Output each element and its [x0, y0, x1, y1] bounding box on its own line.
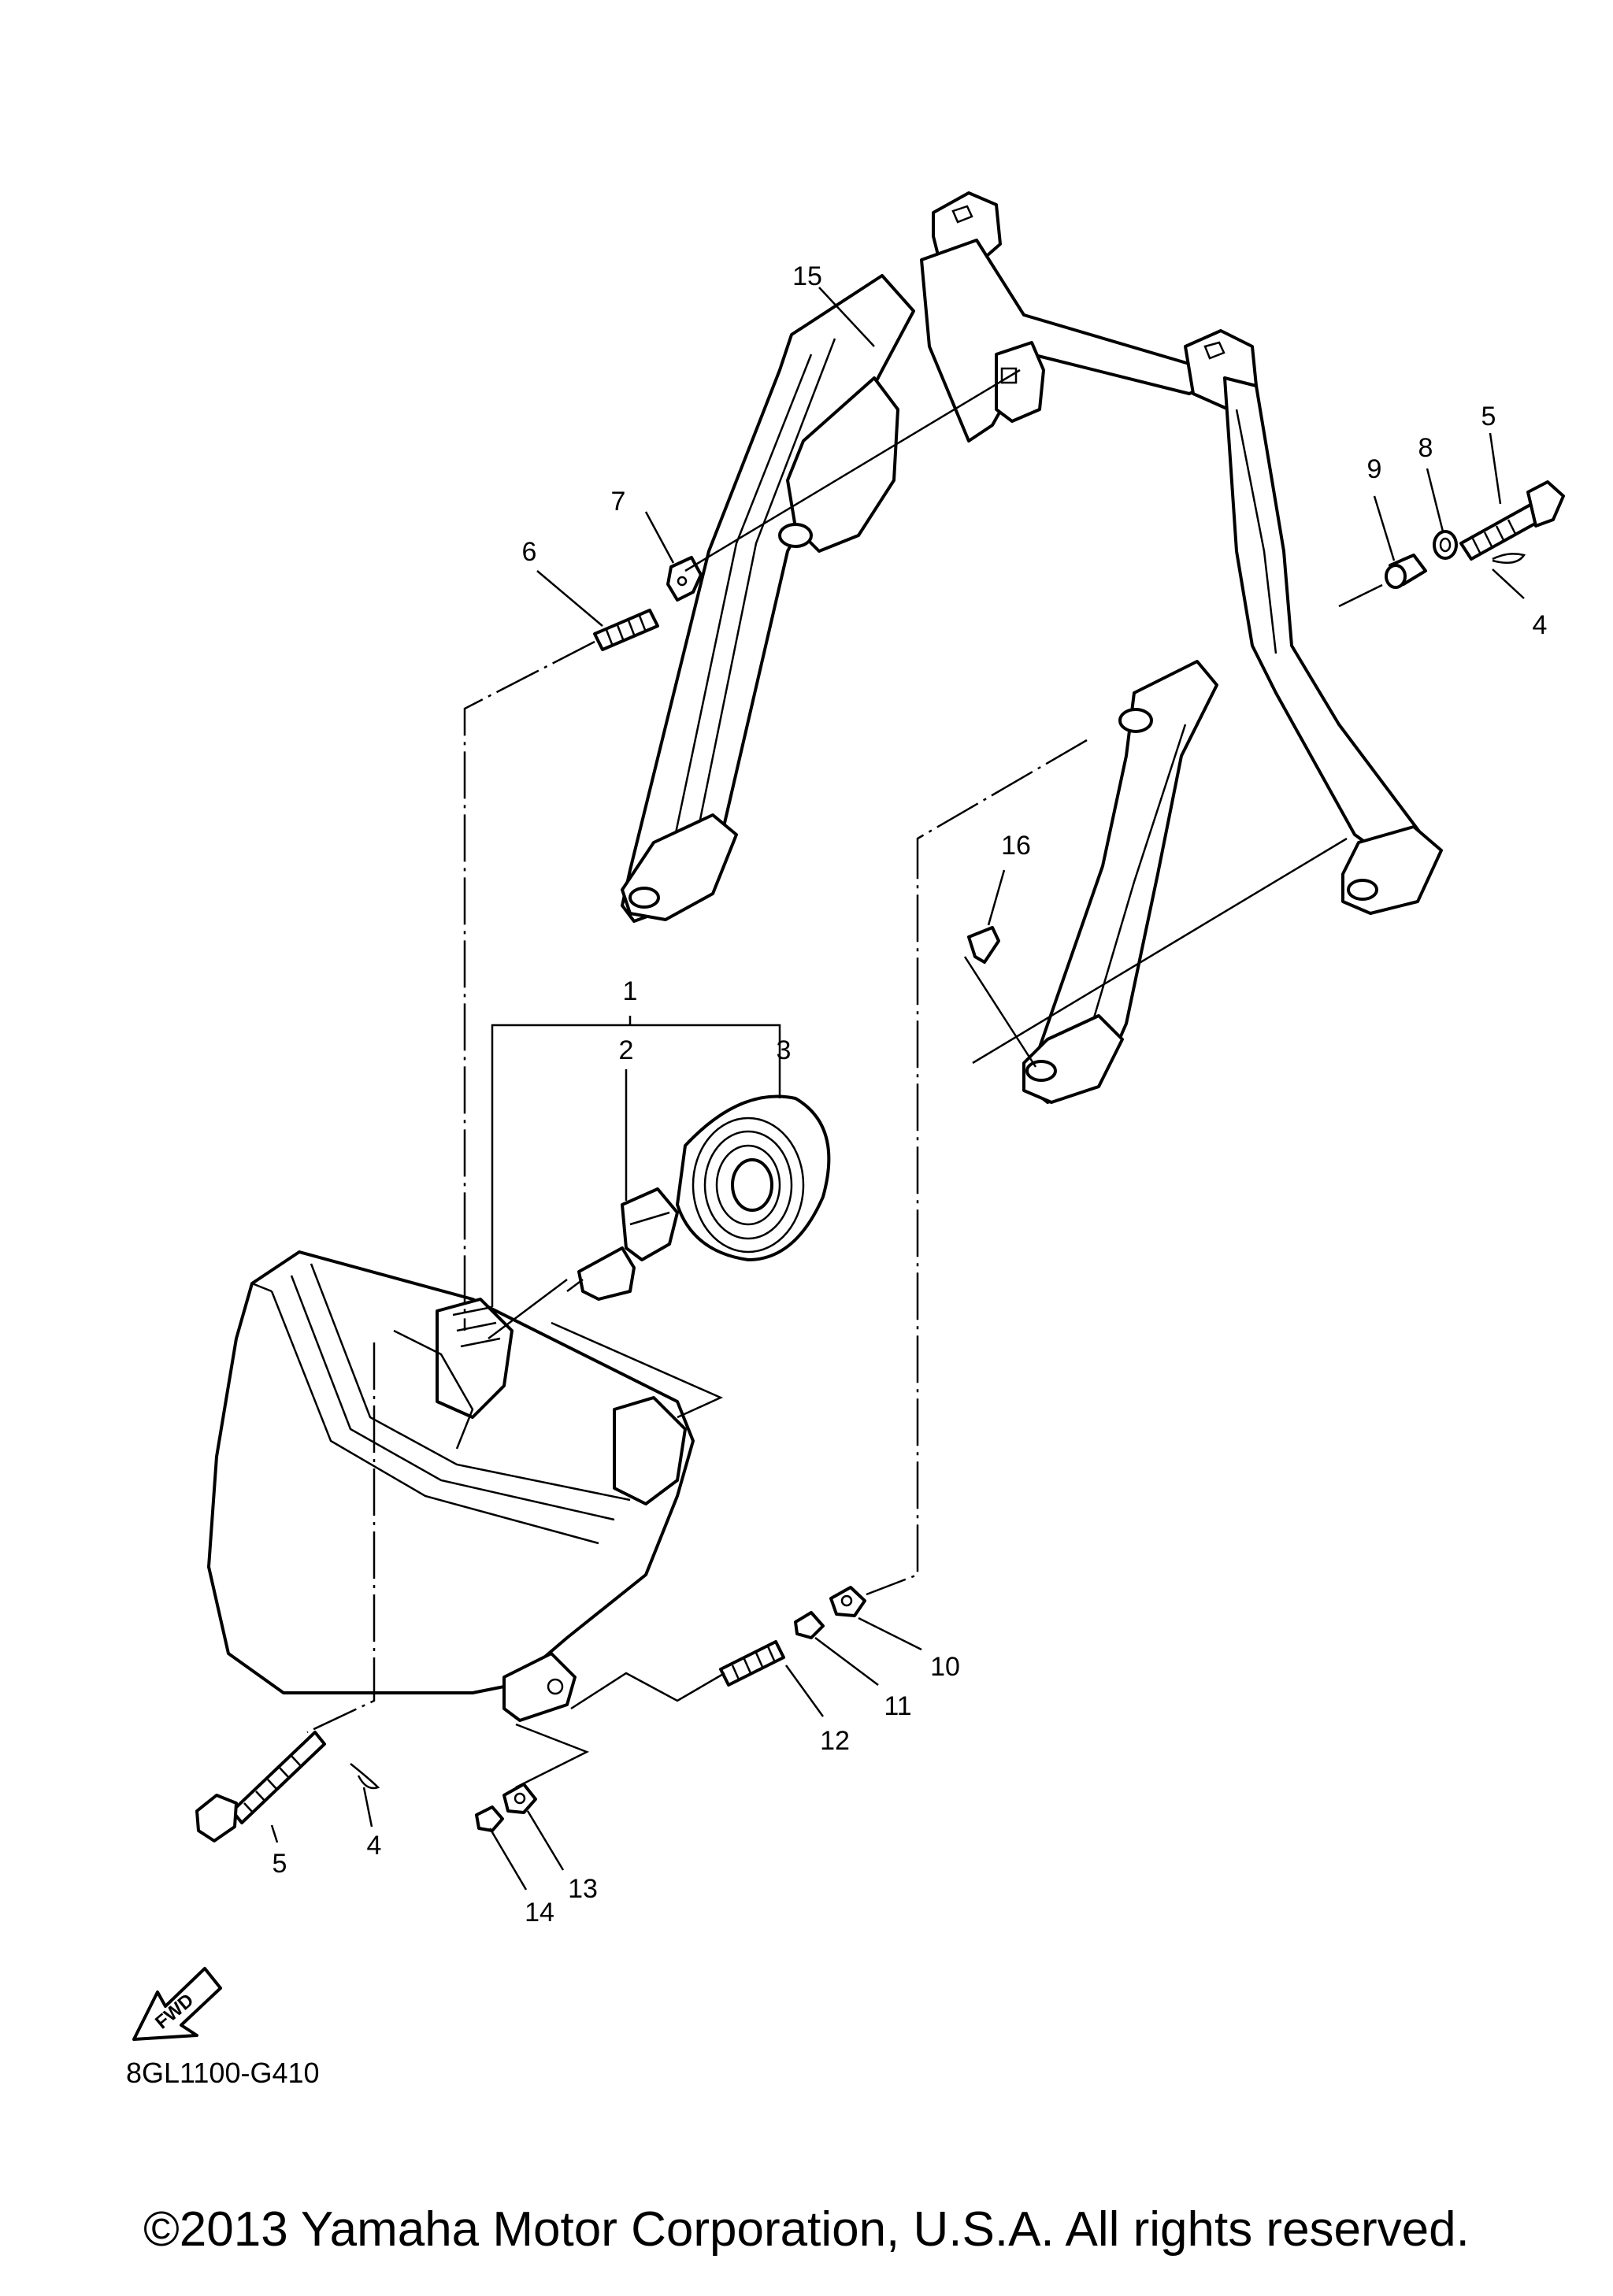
- socket-cover-part-3: [676, 1094, 831, 1261]
- nut-part-11: [794, 1611, 825, 1639]
- headlight-stay-drawing: [621, 191, 1443, 1104]
- callout-2: 2: [619, 1035, 634, 1065]
- callout-12: 12: [820, 1726, 850, 1756]
- callout-15: 15: [792, 261, 822, 291]
- callout-7: 7: [611, 487, 626, 517]
- headlight-unit-drawing: [207, 1250, 695, 1722]
- callout-14: 14: [525, 1898, 554, 1928]
- cotter-pin-part-4-lower: [350, 1763, 380, 1790]
- callout-4-lower: 4: [367, 1831, 382, 1861]
- cotter-pin-part-4-upper: [1492, 553, 1526, 565]
- callout-9: 9: [1367, 454, 1382, 484]
- rivet-part-16: [967, 926, 1000, 964]
- fwd-arrow-icon: FWD: [132, 1967, 222, 2041]
- callout-5-upper: 5: [1481, 402, 1496, 431]
- callout-8: 8: [1418, 433, 1433, 463]
- spring-part-12: [719, 1640, 785, 1687]
- callout-3: 3: [777, 1035, 792, 1065]
- copyright-notice: ©2013 Yamaha Motor Corporation, U.S.A. A…: [143, 2202, 1470, 2257]
- callout-1: 1: [623, 976, 638, 1006]
- nut-part-13: [502, 1783, 537, 1814]
- callout-11: 11: [884, 1691, 911, 1721]
- callout-6: 6: [522, 537, 537, 567]
- spring-part-6: [593, 609, 659, 651]
- callout-16: 16: [1001, 831, 1031, 861]
- callout-5-lower: 5: [273, 1849, 287, 1879]
- callout-numbers: 1 2 3 4 4 5 5 6 7 8 9 10 11 12 13 14 15 …: [273, 261, 1548, 1928]
- bolt-part-5-lower: [195, 1731, 326, 1842]
- bulb-part-2: [566, 1187, 679, 1301]
- callout-4-upper: 4: [1533, 610, 1548, 640]
- collar-part-9: [1385, 554, 1427, 589]
- nut-part-14: [475, 1805, 504, 1832]
- clip-part-7: [666, 556, 703, 602]
- callout-10: 10: [930, 1652, 960, 1682]
- assembly-lines: [306, 368, 1383, 1789]
- bolt-part-5-upper: [1459, 480, 1565, 561]
- drawing-code: 8GL1100-G410: [126, 2057, 320, 2089]
- leader-lines: [270, 287, 1525, 1890]
- nut-part-10: [829, 1586, 866, 1617]
- washer-part-8: [1433, 530, 1458, 560]
- callout-13: 13: [568, 1874, 598, 1904]
